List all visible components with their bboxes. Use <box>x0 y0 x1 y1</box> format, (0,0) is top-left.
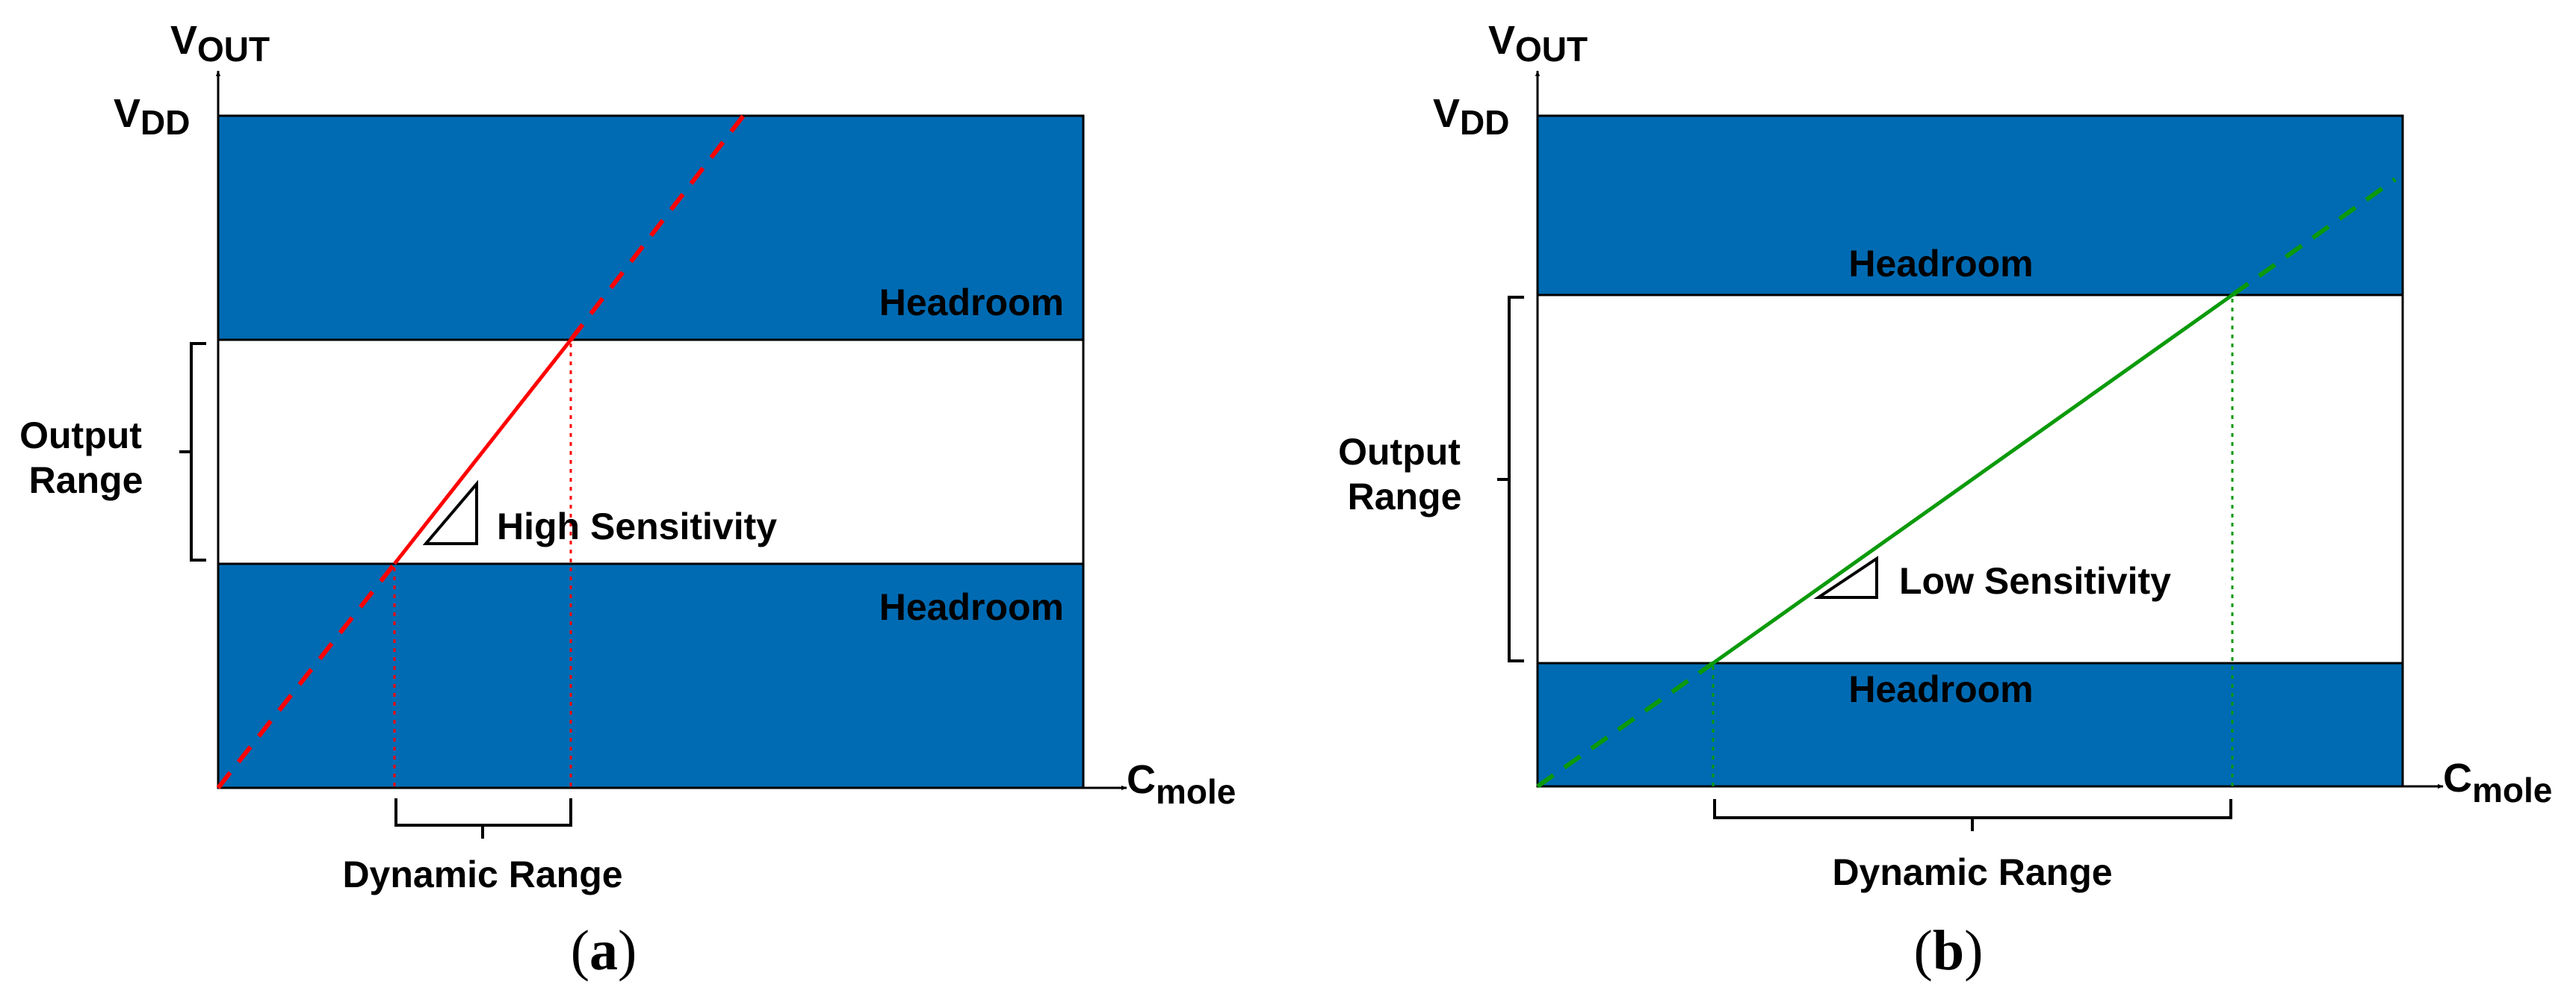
headroom-top-label: Headroom <box>1848 243 2033 285</box>
dynamic-range-bracket <box>1713 799 2232 831</box>
panel-b-low-sensitivity: VOUT VDD Cmole Headroom Headroom Output … <box>1338 18 2552 982</box>
slope-triangle-icon <box>422 479 478 545</box>
transfer-line-dashed-upper <box>569 114 746 341</box>
output-range-label: Output Range <box>1338 431 1471 518</box>
headroom-bottom-label: Headroom <box>1848 668 2033 710</box>
headroom-top-label: Headroom <box>879 282 1064 323</box>
headroom-band-top <box>1536 114 2404 296</box>
sensitivity-label: High Sensitivity <box>497 506 777 547</box>
output-range-bracket <box>1497 296 1524 662</box>
slope-triangle-icon <box>1813 556 1878 599</box>
panel-caption: (b) <box>1914 919 1984 982</box>
y-axis-label: VOUT <box>1488 18 1588 69</box>
transfer-line-dashed-lower <box>1536 661 1715 789</box>
output-range-label: Output Range <box>19 414 152 501</box>
headroom-band-top <box>217 114 1085 341</box>
y-axis-label: VOUT <box>170 18 270 69</box>
transfer-line-solid <box>1712 293 2234 665</box>
vdd-label: VDD <box>1433 91 1509 142</box>
headroom-bottom-label: Headroom <box>879 586 1064 628</box>
transfer-line-dashed-lower <box>216 562 397 789</box>
panel-a-high-sensitivity: VOUT VDD Cmole Headroom Headroom Output … <box>19 18 1236 982</box>
x-axis-label: Cmole <box>1127 757 1236 811</box>
dynamic-range-label: Dynamic Range <box>1832 851 2112 893</box>
dynamic-range-bracket <box>394 798 572 839</box>
x-axis-label: Cmole <box>2443 756 2552 810</box>
vdd-label: VDD <box>114 91 190 142</box>
panel-caption: (a) <box>571 919 637 982</box>
transfer-line-dashed-upper <box>2231 177 2397 297</box>
dynamic-range-label: Dynamic Range <box>342 854 622 895</box>
sensitivity-label: Low Sensitivity <box>1899 560 2171 602</box>
output-range-bracket <box>179 342 206 562</box>
transfer-line-solid <box>393 338 572 565</box>
